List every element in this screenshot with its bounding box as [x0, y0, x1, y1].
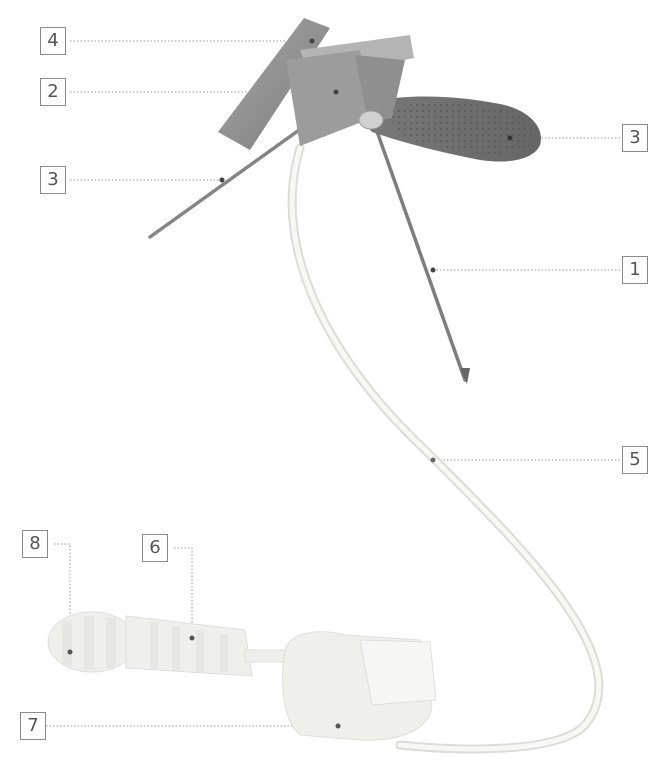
callout-8: 8: [22, 530, 48, 558]
callout-3-right: 3: [622, 124, 648, 152]
needle-main-marker: [431, 268, 436, 273]
hub-marker: [336, 724, 341, 729]
grip-marker: [508, 136, 513, 141]
callout-3-left: 3: [40, 166, 66, 194]
body-marker-4: [310, 39, 315, 44]
callout-1: 1: [622, 256, 648, 284]
needle-main: [373, 120, 465, 380]
callout-7: 7: [20, 712, 46, 740]
callout-6: 6: [142, 534, 168, 562]
callout-2: 2: [40, 78, 66, 106]
connector-marker: [68, 650, 73, 655]
needle-collar: [359, 111, 383, 129]
needle-left-marker: [220, 178, 225, 183]
tube-marker: [431, 458, 436, 463]
callout-5: 5: [622, 446, 648, 474]
body-marker-2: [334, 90, 339, 95]
valve-body: [126, 616, 252, 676]
hub-clip: [360, 640, 436, 705]
valve-marker: [190, 636, 195, 641]
callout-4: 4: [40, 27, 66, 55]
bottom-assembly: [48, 612, 436, 740]
